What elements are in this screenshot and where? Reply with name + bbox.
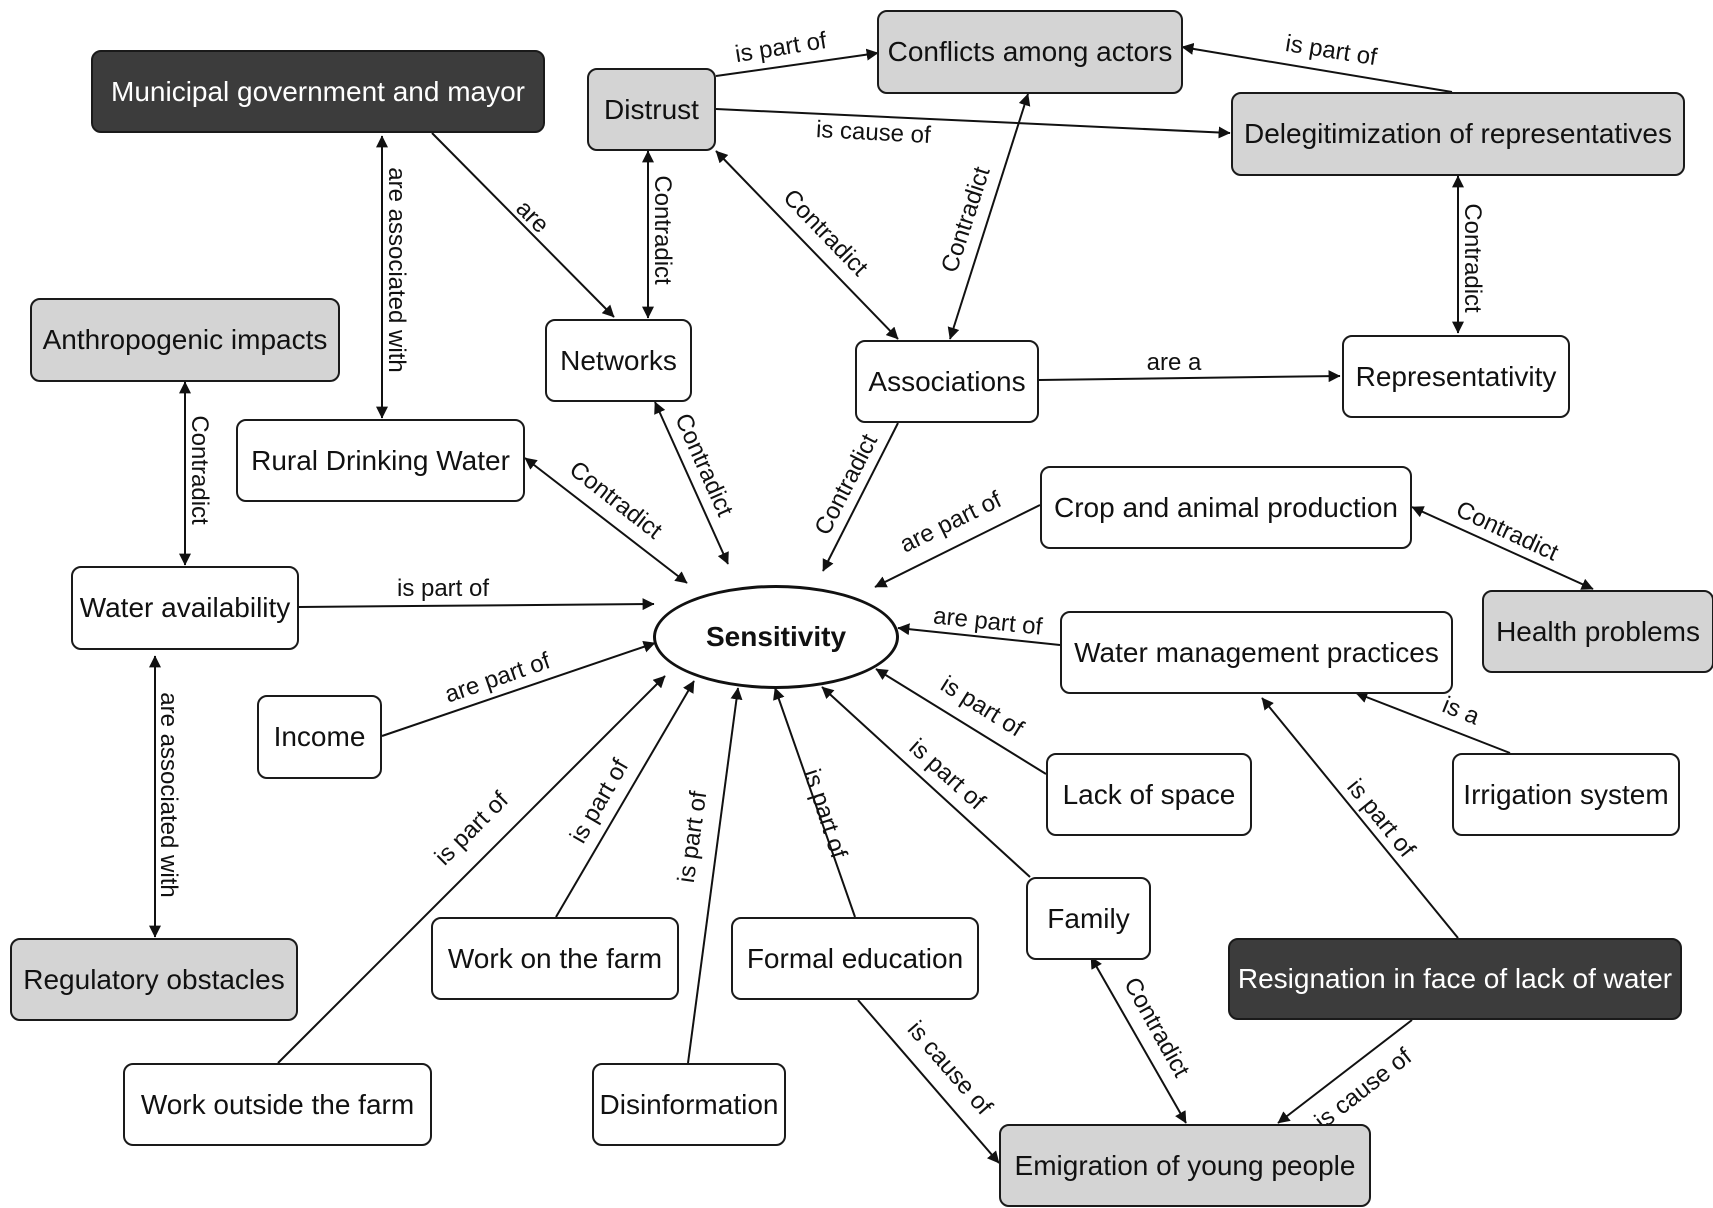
edge-e27 [773,687,856,918]
edge-label-e4: are [510,195,554,239]
edge-e28 [1261,697,1459,939]
node-conflicts[interactable]: Conflicts among actors [877,10,1183,94]
edge-e20 [875,668,1047,775]
node-work-outside[interactable]: Work outside the farm [123,1063,432,1146]
edge-e17 [298,598,655,611]
node-work-farm[interactable]: Work on the farm [431,917,679,1000]
node-family[interactable]: Family [1026,877,1151,960]
edge-e16 [1411,506,1594,590]
edge-label-e5: are associated with [383,167,410,372]
edge-label-e21: is a [1438,692,1483,731]
node-delegitimization[interactable]: Delegitimization of representatives [1231,92,1685,176]
node-anthropogenic[interactable]: Anthropogenic impacts [30,298,340,382]
node-water-mgmt[interactable]: Water management practices [1060,611,1453,694]
edge-e21 [1355,691,1511,754]
node-networks[interactable]: Networks [545,319,692,402]
edge-e3 [715,108,1231,139]
edge-label-e27: is part of [798,766,852,862]
edge-e24 [555,680,695,918]
edge-label-e10: are a [1147,349,1202,376]
edge-label-e17: is part of [397,575,489,602]
edge-e30 [1090,956,1187,1124]
edge-e1 [715,48,879,77]
edge-e7 [715,150,899,340]
edge-e4 [431,132,615,318]
edge-e15 [874,504,1041,588]
node-regulatory[interactable]: Regulatory obstacles [10,938,298,1021]
node-representativity[interactable]: Representativity [1342,335,1570,418]
node-income[interactable]: Income [257,695,382,779]
node-municipal[interactable]: Municipal government and mayor [91,50,545,133]
edge-e23 [821,686,1031,878]
node-rural-water[interactable]: Rural Drinking Water [236,419,525,502]
edge-label-e6: Contradict [649,175,676,285]
node-formal-edu[interactable]: Formal education [731,917,979,1000]
edge-e14 [822,422,899,572]
node-sensitivity[interactable]: Sensitivity [653,585,899,689]
node-resignation[interactable]: Resignation in face of lack of water [1228,938,1682,1020]
edge-label-e2: is part of [1284,30,1379,71]
edge-label-e28: is part of [1341,774,1420,863]
edge-label-e9: Contradict [1459,203,1486,313]
edge-e13 [524,457,688,584]
edge-e26 [687,687,743,1064]
node-water-availability[interactable]: Water availability [71,566,299,650]
edge-e2 [1181,42,1453,93]
edge-label-e16: Contradict [1452,496,1563,567]
edge-e19 [381,640,656,737]
edge-e29 [857,999,1000,1164]
node-crop[interactable]: Crop and animal production [1040,466,1412,549]
edge-label-e25: is part of [430,786,514,870]
edge-label-e18: are part of [932,602,1044,640]
edge-label-e3: is cause of [815,116,931,149]
edge-e8 [947,93,1031,340]
node-associations[interactable]: Associations [855,340,1039,423]
edge-label-e22: are associated with [155,692,182,897]
edge-e31 [1277,1019,1413,1124]
edge-label-e30: Contradict [1118,973,1195,1082]
edge-e18 [897,623,1061,646]
node-health[interactable]: Health problems [1482,590,1713,673]
node-irrigation[interactable]: Irrigation system [1452,753,1680,836]
edge-label-e26: is part of [673,789,713,884]
edge-label-e20: is part of [936,671,1029,743]
node-emigration[interactable]: Emigration of young people [999,1124,1371,1207]
edge-label-e8: Contradict [936,163,996,276]
node-disinformation[interactable]: Disinformation [592,1063,786,1146]
node-lack-space[interactable]: Lack of space [1046,753,1252,836]
edge-label-e7: Contradict [778,184,874,282]
edge-label-e19: are part of [441,647,554,708]
edge-e12 [654,401,729,565]
edge-label-e12: Contradict [669,409,738,520]
edge-e10 [1038,370,1341,383]
edge-label-e15: are part of [896,486,1006,558]
edge-e25 [277,675,666,1064]
node-distrust[interactable]: Distrust [587,68,716,151]
edge-label-e11: Contradict [186,415,213,525]
